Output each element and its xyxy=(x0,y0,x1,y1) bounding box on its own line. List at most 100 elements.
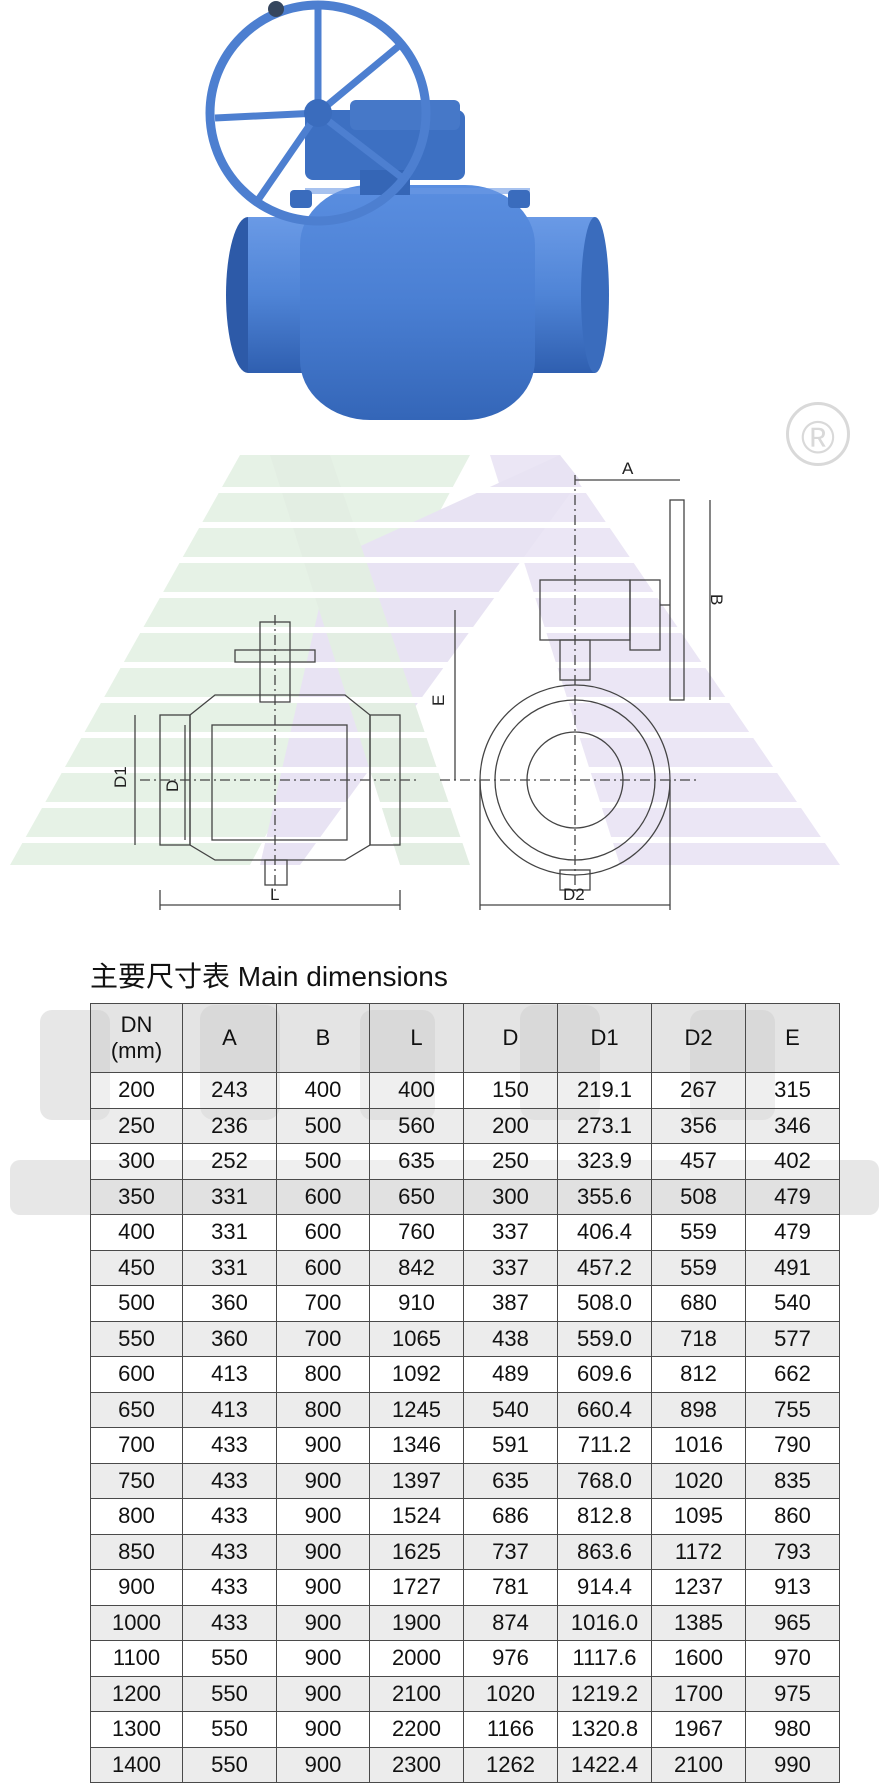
table-cell: 1095 xyxy=(651,1498,746,1535)
table-cell: 1016 xyxy=(651,1427,746,1464)
table-cell: 1262 xyxy=(463,1746,558,1783)
table-cell: 331 xyxy=(182,1178,277,1215)
table-cell: 550 xyxy=(90,1320,183,1357)
table-cell: 700 xyxy=(90,1427,183,1464)
table-cell: 760 xyxy=(369,1214,464,1251)
table-cell: 433 xyxy=(182,1498,277,1535)
table-cell: 331 xyxy=(182,1249,277,1286)
dim-label-d: D xyxy=(163,780,182,792)
table-cell: 842 xyxy=(369,1249,464,1286)
table-cell: 250 xyxy=(463,1143,558,1180)
header-d: D xyxy=(463,1003,558,1073)
table-cell: 508.0 xyxy=(557,1285,652,1322)
table-cell: 1117.6 xyxy=(557,1640,652,1677)
table-cell: 337 xyxy=(463,1214,558,1251)
table-cell: 331 xyxy=(182,1214,277,1251)
header-dn-label: DN (mm) xyxy=(110,1012,163,1063)
table-cell: 300 xyxy=(463,1178,558,1215)
table-cell: 591 xyxy=(463,1427,558,1464)
table-cell: 438 xyxy=(463,1320,558,1357)
table-cell: 812.8 xyxy=(557,1498,652,1535)
table-cell: 559.0 xyxy=(557,1320,652,1357)
table-cell: 1727 xyxy=(369,1569,464,1606)
table-cell: 267 xyxy=(651,1072,746,1109)
table-cell: 1625 xyxy=(369,1533,464,1570)
table-cell: 540 xyxy=(463,1391,558,1428)
table-cell: 660.4 xyxy=(557,1391,652,1428)
header-l: L xyxy=(369,1003,464,1073)
valve-photo xyxy=(205,0,609,420)
table-cell: 356 xyxy=(651,1107,746,1144)
table-title: 主要尺寸表 Main dimensions xyxy=(90,961,448,992)
logo-background xyxy=(0,455,889,865)
dimension-drawing: D1 D L A B E D2 xyxy=(0,455,889,910)
table-cell: 236 xyxy=(182,1107,277,1144)
table-cell: 413 xyxy=(182,1356,277,1393)
table-cell: 560 xyxy=(369,1107,464,1144)
table-cell: 433 xyxy=(182,1462,277,1499)
table-cell: 600 xyxy=(90,1356,183,1393)
table-cell: 252 xyxy=(182,1143,277,1180)
table-cell: 550 xyxy=(182,1711,277,1748)
table-cell: 650 xyxy=(369,1178,464,1215)
table-cell: 1320.8 xyxy=(557,1711,652,1748)
header-dn: DN (mm) xyxy=(90,1003,183,1073)
table-cell: 1020 xyxy=(463,1675,558,1712)
table-cell: 457.2 xyxy=(557,1249,652,1286)
table-cell: 413 xyxy=(182,1391,277,1428)
header-a: A xyxy=(182,1003,277,1073)
table-cell: 900 xyxy=(276,1746,370,1783)
table-cell: 686 xyxy=(463,1498,558,1535)
table-cell: 406.4 xyxy=(557,1214,652,1251)
table-header-row: DN (mm) A B L D D1 D2 E xyxy=(90,1003,840,1073)
table-cell: 479 xyxy=(745,1214,840,1251)
header-d2: D2 xyxy=(651,1003,746,1073)
table-cell: 900 xyxy=(276,1569,370,1606)
table-cell: 219.1 xyxy=(557,1072,652,1109)
table-cell: 402 xyxy=(745,1143,840,1180)
table-cell: 350 xyxy=(90,1178,183,1215)
table-cell: 900 xyxy=(276,1604,370,1641)
side-section-view xyxy=(134,615,420,910)
dim-label-e: E xyxy=(429,695,448,706)
table-cell: 898 xyxy=(651,1391,746,1428)
table-cell: 711.2 xyxy=(557,1427,652,1464)
table-cell: 433 xyxy=(182,1604,277,1641)
table-cell: 976 xyxy=(463,1640,558,1677)
table-cell: 913 xyxy=(745,1569,840,1606)
header-e: E xyxy=(745,1003,840,1073)
table-cell: 768.0 xyxy=(557,1462,652,1499)
table-cell: 1385 xyxy=(651,1604,746,1641)
table-cell: 400 xyxy=(90,1214,183,1251)
table-cell: 860 xyxy=(745,1498,840,1535)
table-cell: 500 xyxy=(276,1107,370,1144)
table-cell: 755 xyxy=(745,1391,840,1428)
table-cell: 990 xyxy=(745,1746,840,1783)
table-cell: 346 xyxy=(745,1107,840,1144)
table-cell: 559 xyxy=(651,1249,746,1286)
table-cell: 315 xyxy=(745,1072,840,1109)
table-cell: 1300 xyxy=(90,1711,183,1748)
table-cell: 1200 xyxy=(90,1675,183,1712)
table-cell: 790 xyxy=(745,1427,840,1464)
table-cell: 400 xyxy=(369,1072,464,1109)
table-cell: 200 xyxy=(90,1072,183,1109)
table-cell: 850 xyxy=(90,1533,183,1570)
table-cell: 800 xyxy=(276,1356,370,1393)
table-cell: 2100 xyxy=(369,1675,464,1712)
table-cell: 750 xyxy=(90,1462,183,1499)
dim-label-d1: D1 xyxy=(111,766,130,788)
table-cell: 914.4 xyxy=(557,1569,652,1606)
table-cell: 680 xyxy=(651,1285,746,1322)
table-cell: 491 xyxy=(745,1249,840,1286)
table-cell: 1172 xyxy=(651,1533,746,1570)
table-cell: 1524 xyxy=(369,1498,464,1535)
